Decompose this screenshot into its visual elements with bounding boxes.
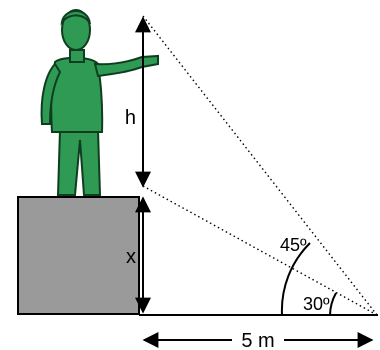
angle-arc-45	[280, 242, 311, 316]
pedestal	[17, 196, 140, 315]
angle-label-30: 30º	[303, 294, 330, 314]
sight-line-top	[142, 15, 378, 316]
distance-label: 5 m	[241, 330, 274, 350]
statue-figure	[40, 9, 159, 196]
height-label: h	[125, 107, 136, 129]
sight-line-pedestal	[142, 185, 378, 316]
pedestal-height-label: x	[126, 246, 136, 268]
angle-label-45: 45º	[280, 235, 307, 255]
angle-arc-30	[329, 292, 337, 316]
